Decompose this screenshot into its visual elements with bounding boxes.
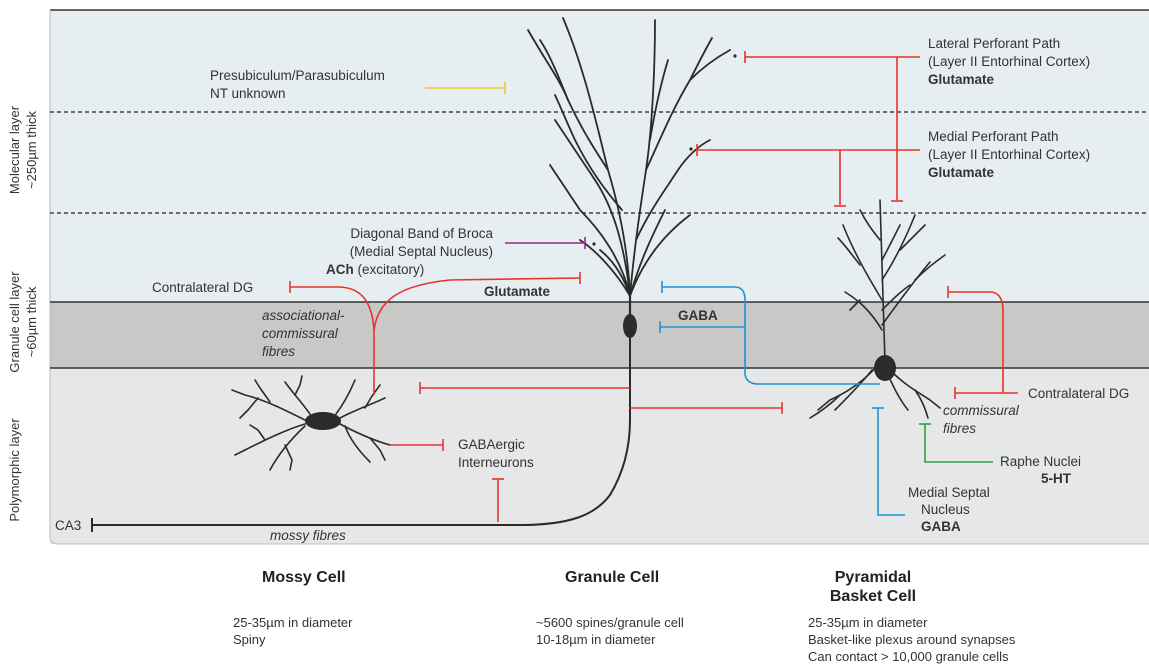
basket-cell-desc-1: 25-35µm in diameter	[808, 615, 928, 630]
contralateral-dg-left-label: Contralateral DG	[152, 280, 253, 295]
polymorphic-layer-bg	[50, 368, 1149, 544]
granule-layer-thickness: ~60µm thick	[24, 286, 39, 357]
molecular-layer-label: Molecular layer	[7, 105, 22, 194]
basket-cell-desc-2: Basket-like plexus around synapses	[808, 632, 1016, 647]
polymorphic-layer-label: Polymorphic layer	[7, 418, 22, 522]
granule-layer-bg	[50, 302, 1149, 368]
gaba-label: GABA	[678, 308, 718, 323]
granule-cell-desc-2: 10-18µm in diameter	[536, 632, 656, 647]
ach-excitatory-note: (excitatory)	[354, 262, 425, 277]
mossy-fibres-label: mossy fibres	[270, 528, 346, 543]
medial-pp-label: Medial Perforant Path	[928, 129, 1059, 144]
assoc-label-2: commissural	[262, 326, 339, 341]
granule-layer-label: Granule cell layer	[7, 271, 22, 373]
medial-septal-label-2: Nucleus	[921, 502, 970, 517]
raphe-nt: 5-HT	[1041, 471, 1072, 486]
granule-cell-desc-1: ~5600 spines/granule cell	[536, 615, 684, 630]
lateral-pp-label: Lateral Perforant Path	[928, 36, 1060, 51]
basket-cell-desc-3: Can contact > 10,000 granule cells	[808, 649, 1009, 664]
contralateral-dg-right-label: Contralateral DG	[1028, 386, 1129, 401]
medial-septal-nt: GABA	[921, 519, 961, 534]
medial-pp-source: (Layer II Entorhinal Cortex)	[928, 147, 1090, 162]
gabaergic-label-2: Interneurons	[458, 455, 534, 470]
molecular-layer-thickness: ~250µm thick	[24, 111, 39, 189]
presubiculum-nt: NT unknown	[210, 86, 286, 101]
ca3-label: CA3	[55, 518, 81, 533]
synapse-dot	[689, 147, 692, 150]
mossy-cell-desc-1: 25-35µm in diameter	[233, 615, 353, 630]
ach-label: ACh	[326, 262, 354, 277]
lateral-pp-source: (Layer II Entorhinal Cortex)	[928, 54, 1090, 69]
commissural-label-2: fibres	[943, 421, 976, 436]
basket-cell-title-1: Pyramidal	[835, 569, 911, 586]
synapse-dot	[592, 242, 595, 245]
synapse-dot	[733, 54, 736, 57]
mossy-cell-desc-2: Spiny	[233, 632, 266, 647]
mossy-cell-title: Mossy Cell	[262, 569, 346, 586]
diagonal-band-source: (Medial Septal Nucleus)	[350, 244, 493, 259]
medial-septal-label: Medial Septal	[908, 485, 990, 500]
commissural-label-1: commissural	[943, 403, 1020, 418]
basket-cell-title-2: Basket Cell	[830, 588, 916, 605]
presubiculum-label: Presubiculum/Parasubiculum	[210, 68, 385, 83]
granule-cell-title: Granule Cell	[565, 569, 659, 586]
diagonal-band-label: Diagonal Band of Broca	[350, 226, 493, 241]
raphe-label: Raphe Nuclei	[1000, 454, 1081, 469]
lateral-pp-nt: Glutamate	[928, 72, 995, 87]
gabaergic-label: GABAergic	[458, 437, 525, 452]
diagonal-band-nt: ACh (excitatory)	[326, 262, 424, 277]
medial-pp-nt: Glutamate	[928, 165, 995, 180]
glutamate-label: Glutamate	[484, 284, 551, 299]
assoc-label-1: associational-	[262, 308, 345, 323]
assoc-label-3: fibres	[262, 344, 295, 359]
